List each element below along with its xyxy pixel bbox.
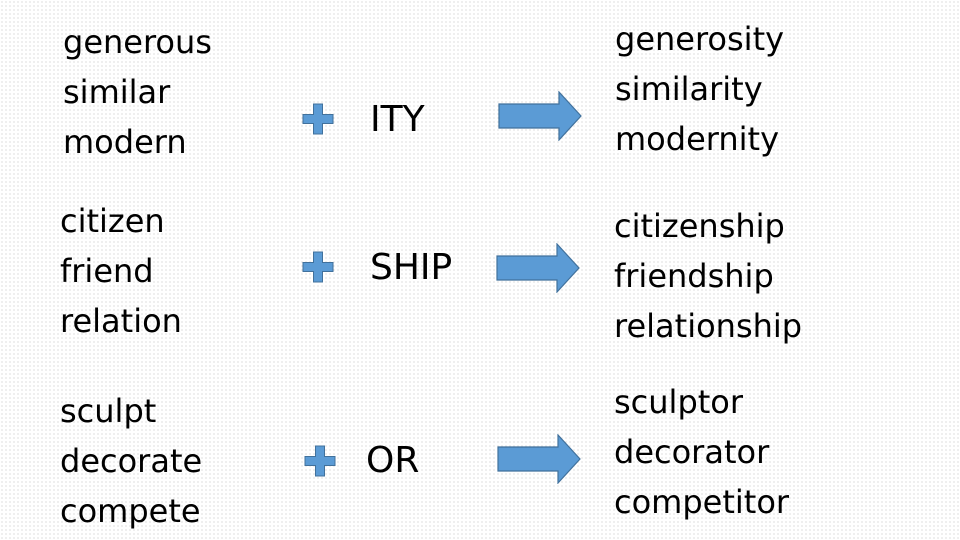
- arrow-right-icon: [496, 243, 580, 293]
- base-word: modern: [63, 123, 187, 161]
- base-word: friend: [60, 252, 154, 290]
- arrow-right-icon: [497, 434, 581, 484]
- base-word: relation: [60, 302, 182, 340]
- suffix-label: ITY: [370, 99, 425, 140]
- plus-icon: [302, 251, 334, 283]
- base-word: sculpt: [60, 392, 157, 430]
- result-word: decorator: [614, 433, 770, 471]
- result-word-list-ship: citizenship friendship relationship: [614, 201, 802, 351]
- plus-icon: [304, 445, 336, 477]
- suffix-label: OR: [366, 440, 420, 481]
- base-word: similar: [63, 73, 171, 111]
- base-word: generous: [63, 23, 212, 61]
- result-word: relationship: [614, 307, 803, 345]
- result-word-list-ity: generosity similarity modernity: [615, 14, 784, 164]
- base-word: decorate: [60, 442, 203, 480]
- result-word-list-or: sculptor decorator competitor: [614, 377, 789, 527]
- plus-icon: [302, 103, 334, 135]
- base-word: compete: [60, 492, 201, 530]
- base-word-list-ship: citizen friend relation: [60, 196, 182, 346]
- result-word: generosity: [615, 20, 785, 58]
- base-word: citizen: [60, 202, 165, 240]
- result-word: competitor: [614, 483, 790, 521]
- result-word: sculptor: [614, 383, 744, 421]
- result-word: modernity: [615, 120, 779, 158]
- result-word: citizenship: [614, 207, 785, 245]
- arrow-right-icon: [498, 91, 582, 141]
- base-word-list-or: sculpt decorate compete: [60, 386, 202, 536]
- suffix-label: SHIP: [370, 247, 453, 288]
- base-word-list-ity: generous similar modern: [63, 17, 212, 167]
- result-word: friendship: [614, 257, 774, 295]
- result-word: similarity: [615, 70, 763, 108]
